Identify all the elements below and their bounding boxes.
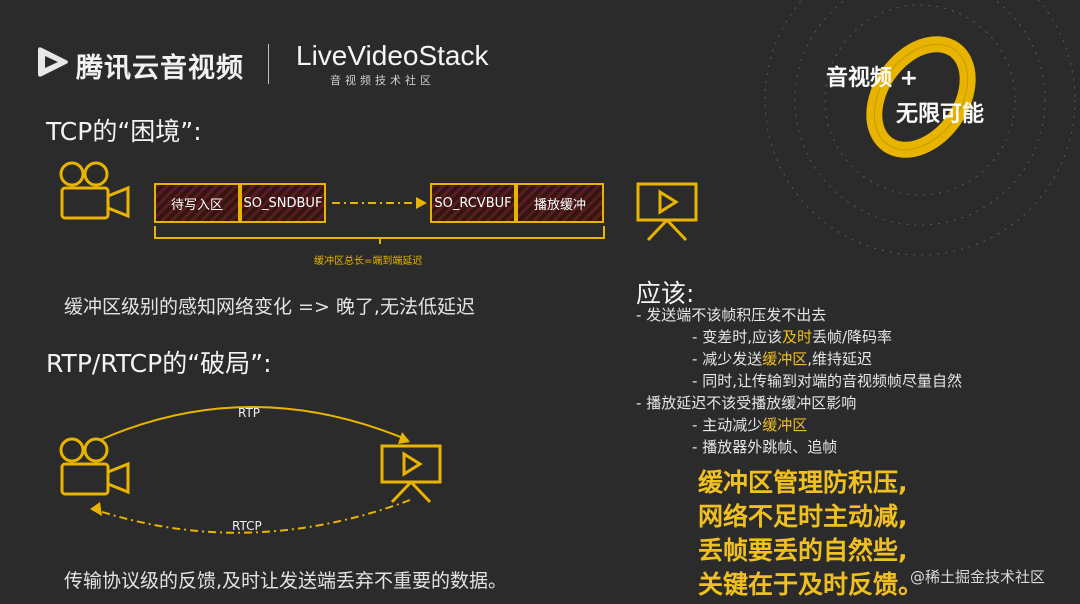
player-screen-icon-rtp [380, 444, 442, 504]
should-list: - 发送端不该帧积压发不出去 - 变差时,应该及时丢帧/降码率 - 减少发送缓冲… [636, 304, 1066, 458]
box-so-rcvbuf: SO_RCVBUF [430, 183, 516, 223]
brand-name: 腾讯云音视频 [76, 53, 244, 84]
buffer-label: 缓冲区总长=端到端延迟 [314, 256, 423, 267]
summary-block: 缓冲区管理防积压, 网络不足时主动减, 丢帧要丢的自然些, 关键在于及时反馈。 [698, 466, 923, 602]
dashed-arrow [332, 197, 427, 209]
header-divider [268, 44, 269, 84]
box-write-area: 待写入区 [154, 183, 240, 223]
summary-line: 丢帧要丢的自然些, [698, 536, 908, 565]
ring-badge-icon [866, 36, 976, 158]
tcp-title: TCP的“困境”: [46, 117, 202, 146]
list-item: - 变差时,应该及时丢帧/降码率 [692, 328, 893, 346]
rtp-title: RTP/RTCP的“破局”: [46, 349, 272, 378]
partner-sub: 音视频技术社区 [330, 74, 435, 87]
buffer-bracket [154, 226, 605, 244]
rtcp-label: RTCP [232, 519, 262, 533]
summary-line: 缓冲区管理防积压, [698, 468, 908, 497]
should-title: 应该: [636, 279, 695, 308]
dotted-circle-decoration [764, 0, 1076, 256]
play-logo-icon [38, 47, 68, 77]
list-item: - 同时,让传输到对端的音视频帧尽量自然 [692, 372, 962, 390]
badge-line1: 音视频 + [826, 66, 919, 91]
player-screen-icon [636, 182, 698, 242]
list-item: - 减少发送缓冲区,维持延迟 [692, 350, 872, 368]
box-so-sndbuf: SO_SNDBUF [240, 183, 326, 223]
tcp-note: 缓冲区级别的感知网络变化 => 晚了,无法低延迟 [64, 296, 475, 318]
summary-line: 网络不足时主动减, [698, 502, 908, 531]
summary-line: 关键在于及时反馈。 [698, 570, 924, 599]
list-item: - 播放器外跳帧、追帧 [692, 438, 838, 456]
box-play-buffer: 播放缓冲 [516, 183, 604, 223]
rtp-label: RTP [238, 406, 261, 420]
watermark: @稀土掘金技术社区 [910, 568, 1046, 586]
list-item: - 播放延迟不该受播放缓冲区影响 [636, 394, 857, 412]
partner-name: LiveVideoStack [296, 40, 489, 71]
badge-line2: 无限可能 [896, 102, 985, 127]
rtp-note: 传输协议级的反馈,及时让发送端丢弃不重要的数据。 [64, 570, 508, 592]
list-item: - 主动减少缓冲区 [692, 416, 808, 434]
camera-icon [59, 161, 130, 220]
rtp-arcs [90, 406, 411, 534]
list-item: - 发送端不该帧积压发不出去 [636, 306, 827, 324]
camera-icon-rtp [59, 437, 130, 496]
brand-logo [34, 44, 70, 80]
